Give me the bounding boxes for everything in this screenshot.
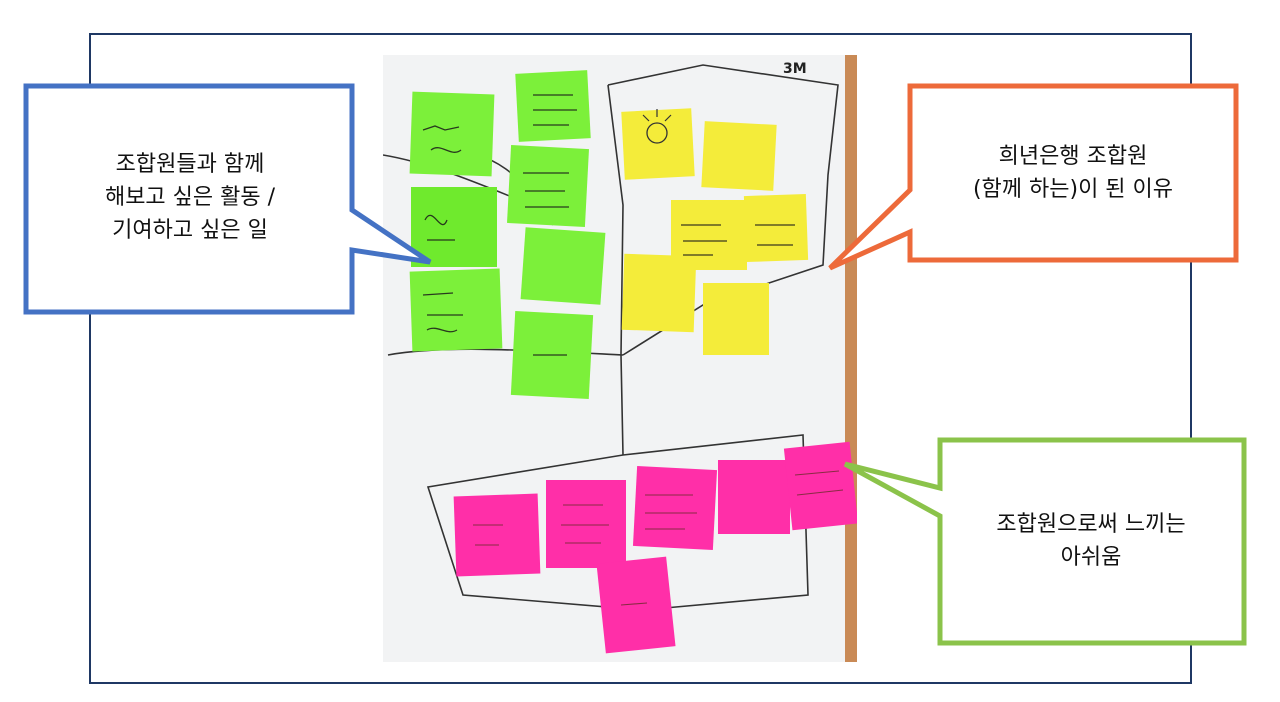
yellow-notes	[621, 108, 809, 355]
tree-trunk	[607, 84, 624, 456]
callout-bottom-right-text: 조합원으로써 느끼는 아쉬움	[996, 512, 1186, 570]
photo-illustration	[383, 55, 857, 662]
pink-notes	[453, 441, 857, 654]
brand-logo: 3M	[783, 61, 807, 77]
sticky-notes-photo: 3M	[383, 55, 857, 662]
callout-right-text: 희년은행 조합원 (함께 하는)이 된 이유	[972, 144, 1174, 202]
callout-left-text: 조합원들과 함께 해보고 싶은 활동 / 기여하고 싶은 일	[104, 152, 276, 243]
